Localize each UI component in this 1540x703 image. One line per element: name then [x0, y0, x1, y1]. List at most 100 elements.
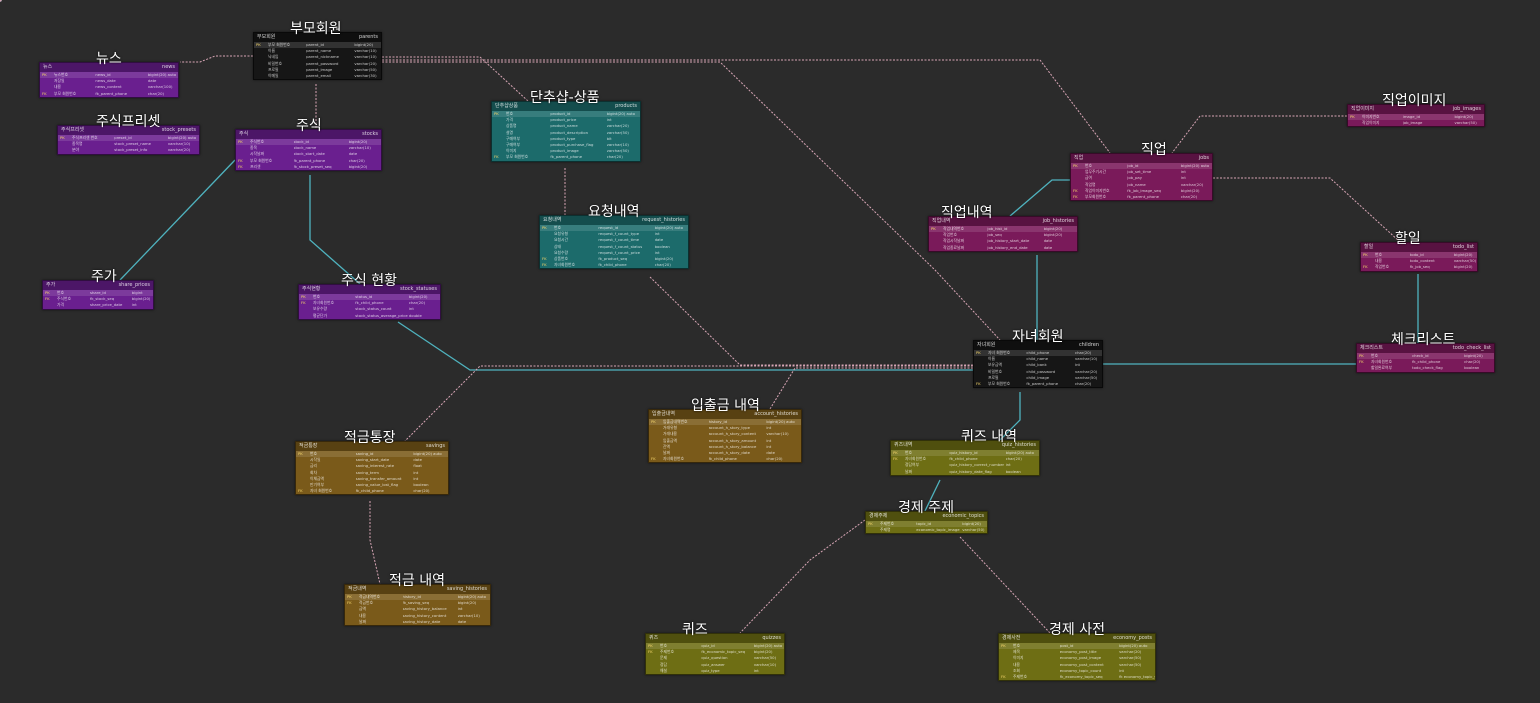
relation-children-quizhist[interactable] — [999, 392, 1021, 441]
relation-parents-children[interactable] — [382, 61, 1001, 341]
relation-children-statuses[interactable] — [397, 321, 973, 371]
relation-topic-posts[interactable] — [959, 536, 1051, 634]
relation-requests-children[interactable] — [649, 276, 973, 366]
relation-topic-quizzes[interactable] — [739, 519, 866, 634]
relation-job-images-jobs[interactable] — [1171, 115, 1347, 154]
relation-stocks-share-prices[interactable] — [119, 159, 236, 281]
relation-children-savings[interactable] — [404, 365, 973, 442]
relation-savings-histories[interactable] — [369, 501, 381, 585]
relation-stocks-statuses[interactable] — [309, 175, 361, 285]
relation-parents-products[interactable] — [382, 56, 529, 102]
